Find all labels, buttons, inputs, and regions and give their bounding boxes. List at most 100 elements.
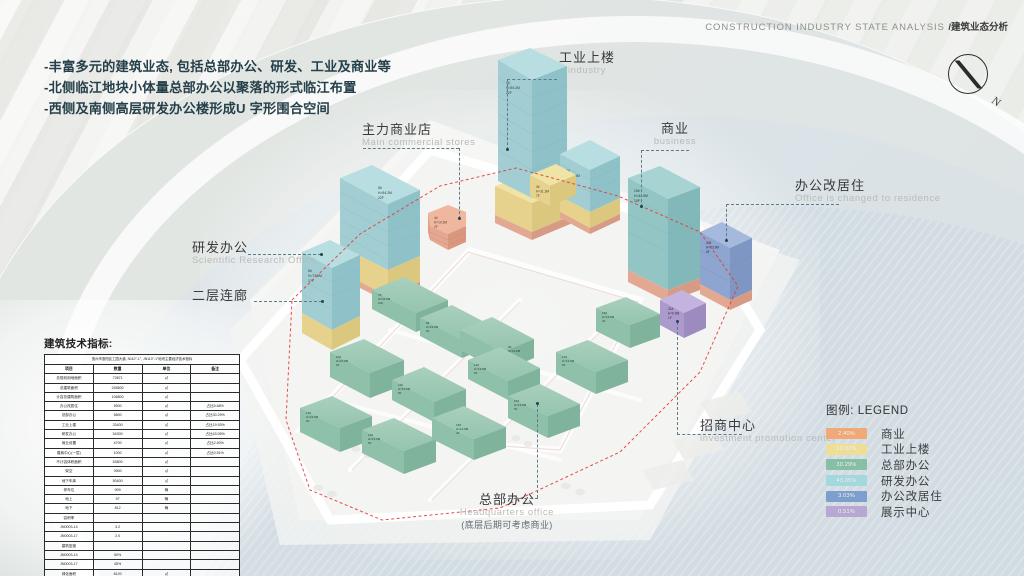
table-cell-unit: ㎡ xyxy=(141,438,192,449)
table-cell-item: 工业上楼 xyxy=(44,419,94,431)
callout-promotion-center-en: investment promotion center xyxy=(700,433,837,444)
leader-corridor-h xyxy=(254,301,322,302)
table-row: 容积率 xyxy=(44,512,240,524)
table-cell-item: JN0003-17 xyxy=(44,559,94,570)
table-cell-unit: ㎡ xyxy=(141,475,192,486)
table-cell-value: 245600 xyxy=(92,382,143,393)
legend-swatch: 3.03% xyxy=(826,490,867,502)
building-exhibition-center: 21# H=6.5M 1F xyxy=(660,290,706,338)
legend-item: 2.40% 商业 xyxy=(826,426,943,442)
table-cell-item: 容积率 xyxy=(44,512,94,524)
svg-text:4#: 4# xyxy=(434,216,438,220)
svg-text:5F: 5F xyxy=(474,371,478,375)
table-cell-value: 45% xyxy=(92,559,143,570)
callout-office-to-residence-cn: 办公改居住 xyxy=(795,178,866,193)
table-cell-value: 812 xyxy=(92,503,143,514)
leader-promotion-dot xyxy=(675,320,679,323)
callout-promotion-center: 招商中心 investment promotion center xyxy=(700,418,836,445)
table-cell-unit: ㎡ xyxy=(141,466,192,477)
svg-text:5F: 5F xyxy=(514,407,518,411)
leader-otr-dot xyxy=(724,239,728,242)
table-cell-value: 50400 xyxy=(92,475,143,486)
table-cell-value: 106800 xyxy=(92,391,143,403)
table-cell-unit xyxy=(141,559,192,570)
table-cell-value: 1000 xyxy=(92,447,143,458)
table-cell-item: JN0003-14 xyxy=(44,522,94,533)
svg-text:H=23.8M: H=23.8M xyxy=(306,415,319,419)
legend-swatch: 2.40% xyxy=(826,428,867,440)
table-cell-value: 97 xyxy=(92,494,143,505)
legend-label: 研发办公 xyxy=(881,475,931,488)
leader-promotion-h xyxy=(677,434,742,435)
svg-text:17F: 17F xyxy=(308,279,314,283)
callout-main-store: 主力商业店 Main commercial stores xyxy=(362,122,476,149)
svg-text:10F: 10F xyxy=(378,301,383,305)
table-cell-value: 50% xyxy=(92,549,143,561)
leader-business-v xyxy=(641,150,642,207)
table-cell-value: 5800 xyxy=(92,410,143,421)
table-cell-note xyxy=(190,382,240,393)
table-cell-value: 3.2 xyxy=(92,522,143,533)
svg-text:H=31.3M: H=31.3M xyxy=(536,190,549,194)
table-cell-note xyxy=(190,512,240,524)
compass-north-icon: N xyxy=(944,52,1003,109)
svg-text:22F: 22F xyxy=(506,91,512,95)
svg-text:10#: 10# xyxy=(336,355,341,359)
table-cell-note xyxy=(190,373,240,384)
callout-office-to-residence-en: Office is changed to residence xyxy=(795,193,941,204)
table-cell-item: JN0003-17 xyxy=(44,531,94,542)
callout-rd-office-cn: 研发办公 xyxy=(192,240,249,255)
svg-text:14#: 14# xyxy=(368,433,373,437)
legend-item: 3.03%办公改居住 xyxy=(826,488,943,504)
bullet-item-3: -西侧及南侧高层研发办公楼形成U 字形围合空间 xyxy=(44,101,330,116)
table-cell-note xyxy=(190,559,240,570)
table-cell-value: 8120 xyxy=(92,568,143,576)
table-cell-value: 4700 xyxy=(92,438,143,449)
table-cell-value xyxy=(92,540,143,551)
table-cell-item: JN0003-14 xyxy=(44,549,94,561)
table-cell-value: 909 xyxy=(92,484,143,496)
legend-label: 商业 xyxy=(881,428,906,441)
callout-main-store-en: Main commercial stores xyxy=(362,137,476,148)
callout-corridor: 二层连廊 xyxy=(192,288,248,303)
leader-hq-v xyxy=(537,404,538,498)
svg-text:5F: 5F xyxy=(562,363,566,367)
table-cell-unit: ㎡ xyxy=(141,373,192,384)
table-cell-item: 不计容体积面积 xyxy=(44,456,94,468)
table-cell-note xyxy=(190,540,240,551)
table-cell-item: 办公改居住 xyxy=(44,401,94,412)
svg-text:1F: 1F xyxy=(668,316,672,320)
svg-text:H=94.2M: H=94.2M xyxy=(378,191,392,195)
table-cell-item: 展商中心(一层) xyxy=(44,447,94,458)
table-cell-unit: ㎡ xyxy=(141,429,192,440)
table-caption: 惠州市惠阳区工园大道, N110°-1°, JN110°-1°地块主要经济技术指… xyxy=(44,354,240,365)
table-cell-value xyxy=(92,512,143,524)
table-cell-unit: ㎡ xyxy=(141,410,192,421)
callout-business-cn: 商业 xyxy=(660,121,689,136)
table-cell-unit: ㎡ xyxy=(141,419,192,431)
table-cell-note xyxy=(190,568,240,576)
svg-text:H=23.8M: H=23.8M xyxy=(426,325,439,329)
svg-text:11#: 11# xyxy=(398,383,403,387)
leader-business-dot xyxy=(639,205,643,208)
svg-text:16#: 16# xyxy=(514,399,519,403)
site-boundary-line xyxy=(285,167,739,521)
table-cell-note: 占比5.68% xyxy=(190,401,240,412)
leader-rd-office-h xyxy=(248,254,321,255)
callout-office-to-residence: 办公改居住 Office is changed to residence xyxy=(795,178,941,205)
svg-text:3#: 3# xyxy=(536,185,540,189)
table-cell-note xyxy=(190,456,240,468)
callout-promotion-center-cn: 招商中心 xyxy=(700,418,757,433)
